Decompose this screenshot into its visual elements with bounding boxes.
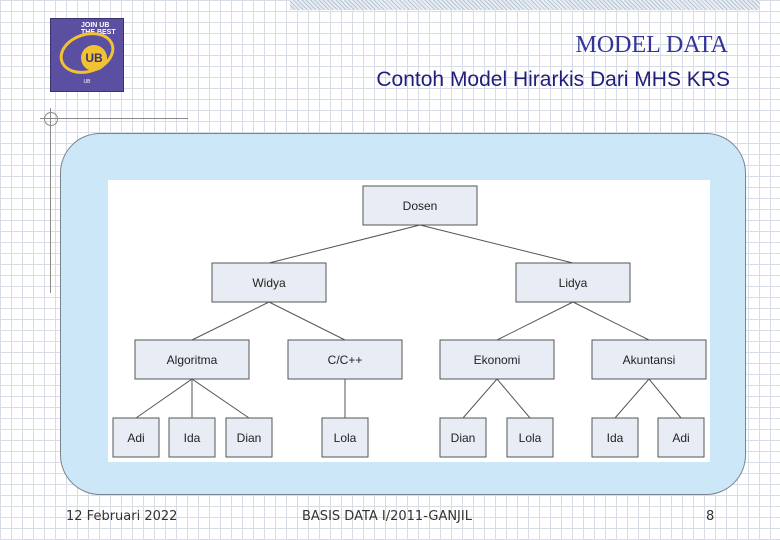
page-title: MODEL DATA (575, 32, 728, 58)
decorative-vertical-line (50, 108, 51, 293)
node-student: Dian (225, 417, 273, 458)
node-student: Dian (439, 417, 487, 458)
node-lecturer: Lidya (515, 262, 631, 303)
node-student-label: Lola (519, 431, 542, 445)
logo-caption: UB (83, 79, 91, 85)
node-lecturer-label: Lidya (559, 276, 588, 290)
node-subject-label: Algoritma (167, 353, 218, 367)
node-subject: Algoritma (134, 339, 250, 380)
node-student: Adi (112, 417, 160, 458)
decorative-circle (44, 112, 58, 126)
node-subject: C/C++ (287, 339, 403, 380)
node-student-label: Dian (237, 431, 262, 445)
node-lecturer-label: Widya (252, 276, 286, 290)
node-subject-label: Ekonomi (474, 353, 521, 367)
hierarchy-diagram: Dosen Widya Lidya Algoritma C/C++ Ekonom… (108, 180, 710, 462)
top-decorative-bar (290, 0, 760, 10)
footer-course: BASIS DATA I/2011-GANJIL (302, 509, 472, 524)
node-student-label: Ida (607, 431, 624, 445)
footer-date: 12 Februari 2022 (66, 509, 178, 524)
node-student: Ida (168, 417, 216, 458)
node-root: Dosen (362, 185, 478, 226)
node-subject: Ekonomi (439, 339, 555, 380)
node-root-label: Dosen (403, 199, 438, 213)
node-student-label: Dian (451, 431, 476, 445)
node-subject-label: Akuntansi (623, 353, 676, 367)
decorative-horizontal-line (40, 118, 188, 119)
node-student: Lola (506, 417, 554, 458)
node-lecturer: Widya (211, 262, 327, 303)
node-student-label: Adi (127, 431, 144, 445)
node-student-label: Ida (184, 431, 201, 445)
logo-letters: UB (81, 45, 107, 71)
hierarchy-svg: Dosen Widya Lidya Algoritma C/C++ Ekonom… (112, 185, 707, 458)
node-student-label: Adi (672, 431, 689, 445)
page-subtitle: Contoh Model Hirarkis Dari MHS KRS (376, 68, 730, 91)
connector-lines (135, 224, 682, 419)
node-student: Ida (591, 417, 639, 458)
node-student: Lola (321, 417, 369, 458)
footer-page-number: 8 (706, 509, 715, 524)
node-student-label: Lola (334, 431, 357, 445)
node-subject: Akuntansi (591, 339, 707, 380)
node-subject-label: C/C++ (328, 353, 363, 367)
node-student: Adi (657, 417, 705, 458)
